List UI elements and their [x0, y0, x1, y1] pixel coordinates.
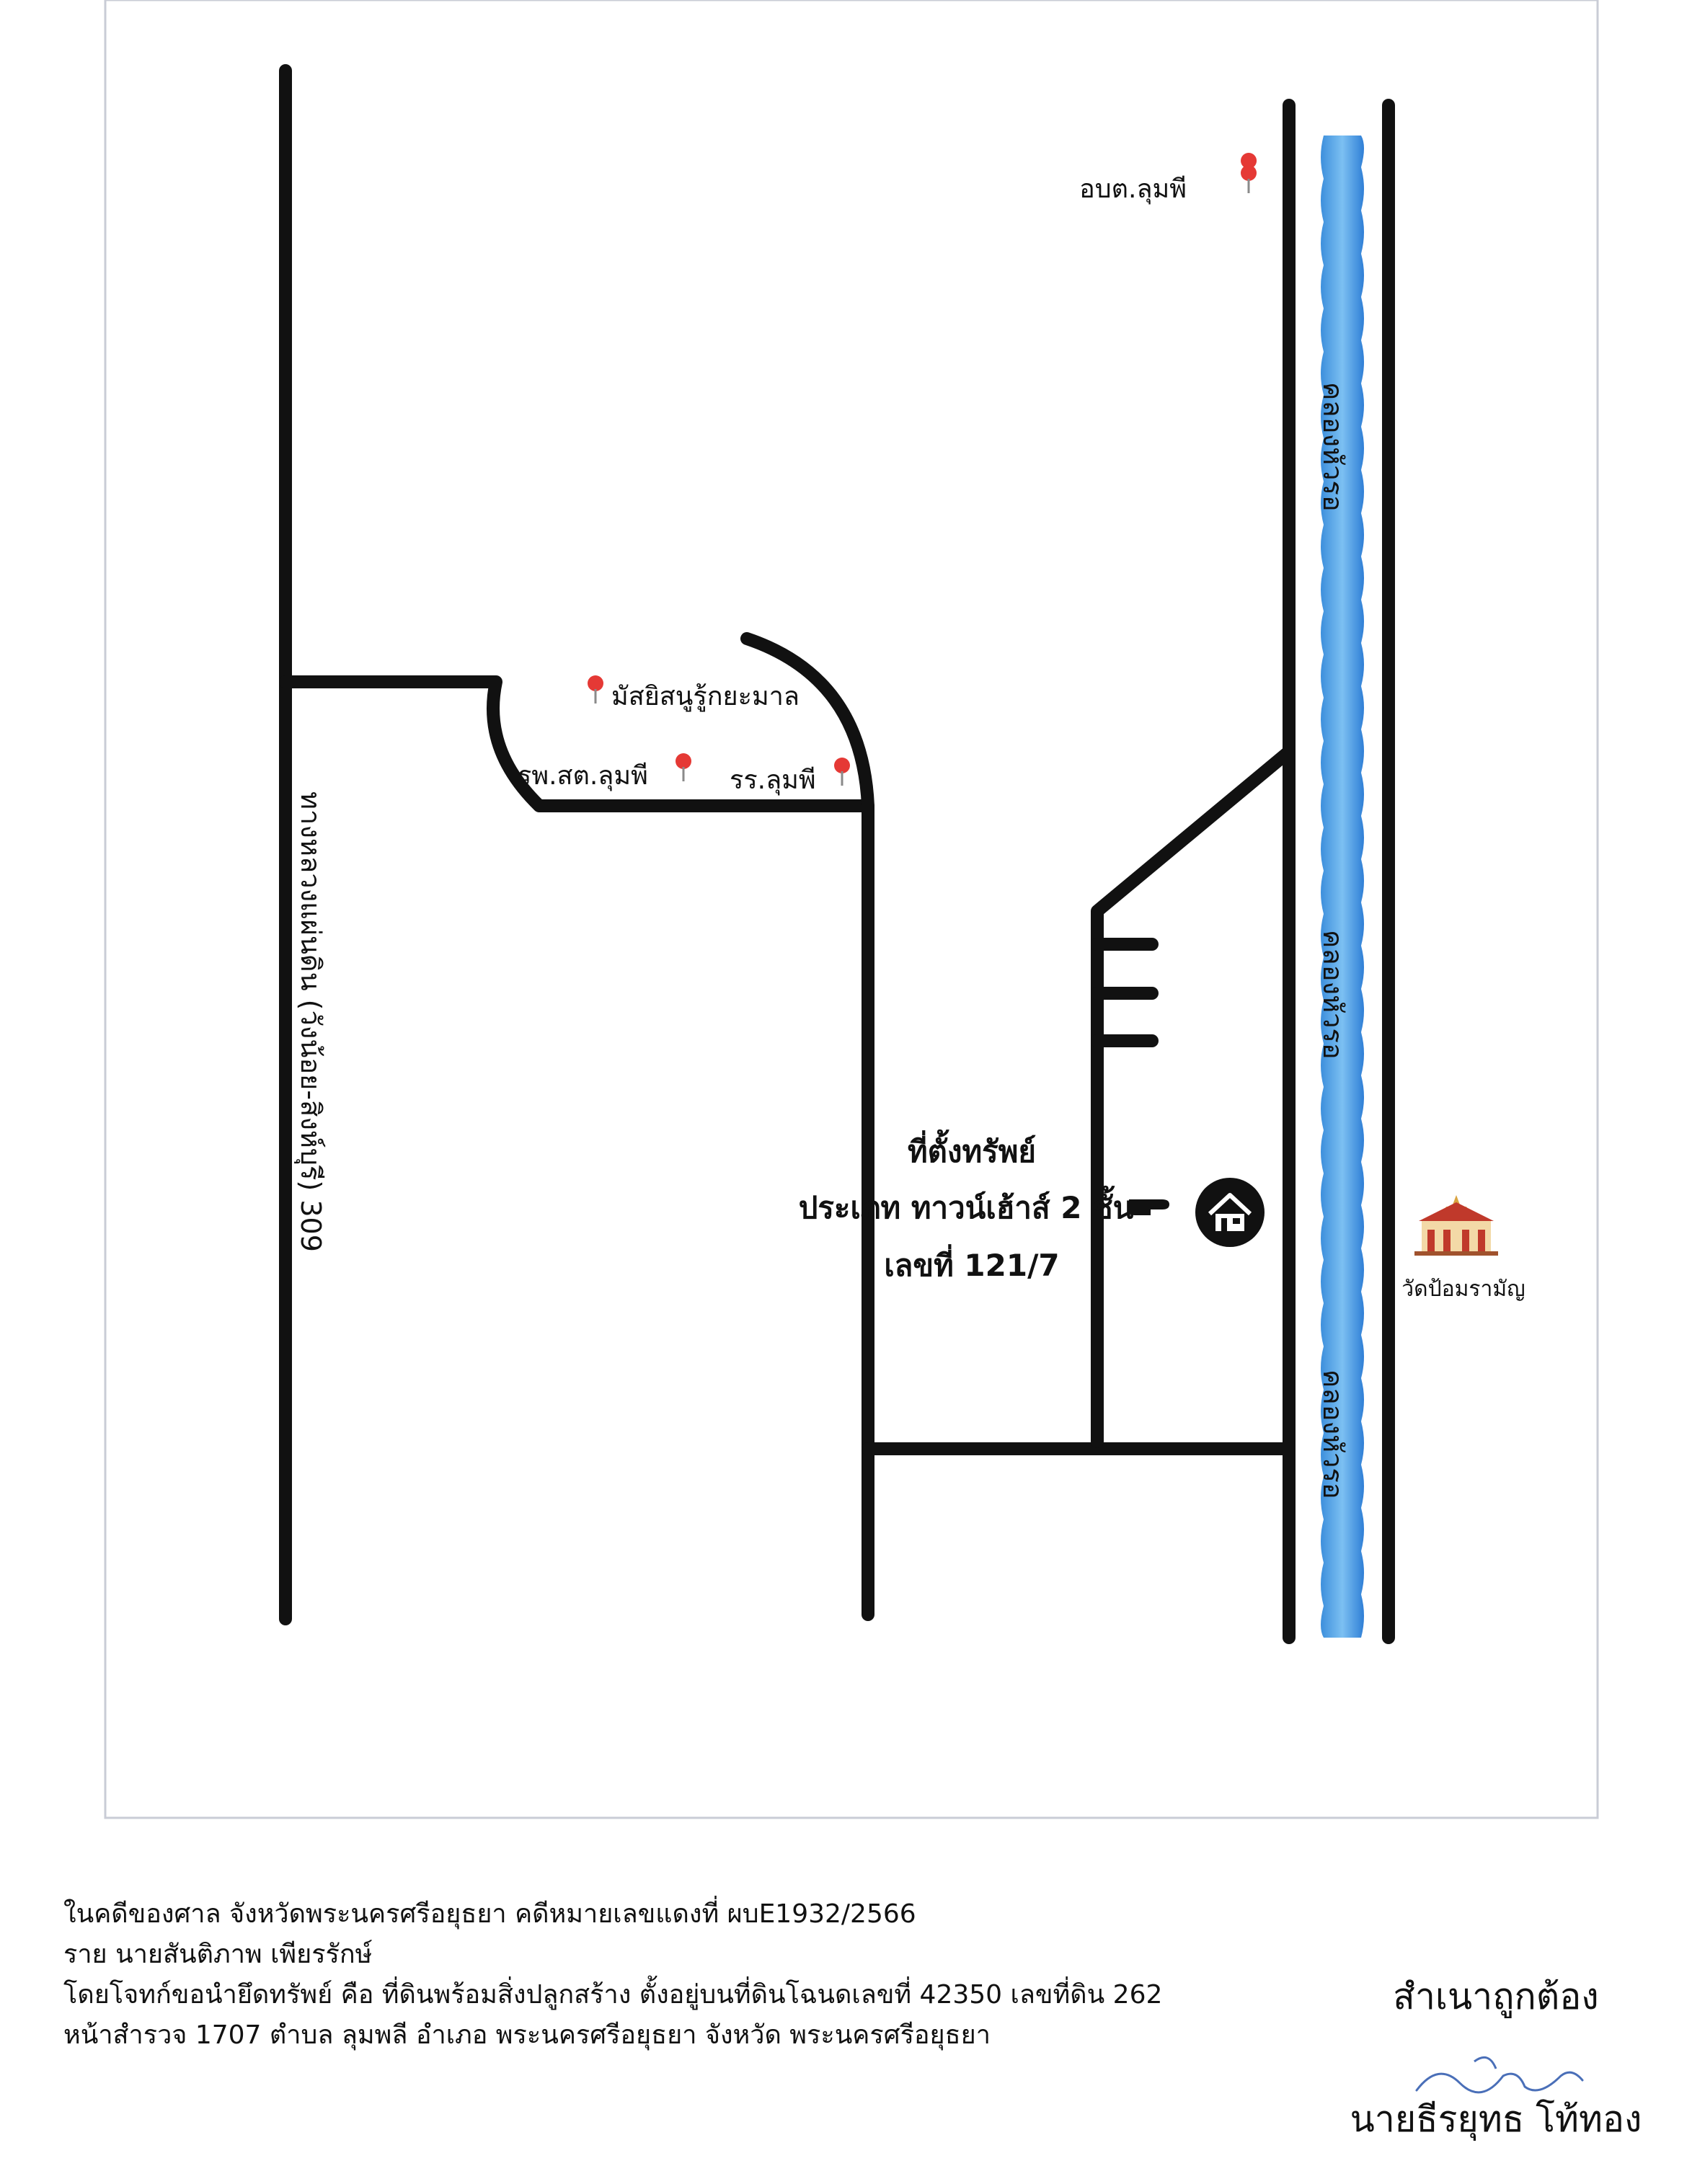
curved-road	[740, 632, 874, 1621]
case-line: ราย นายสันติภาพ เพียรรักษ์	[63, 1940, 373, 1969]
branch-road-upper	[279, 675, 874, 812]
canal	[1321, 136, 1364, 1638]
map-pin-icon	[588, 675, 603, 703]
certification-block: สำเนาถูกต้อง นายธีรยุทธ โท้ทอง	[1323, 1968, 1669, 2148]
map-pin-icon	[834, 758, 850, 786]
landmark-health-center: รพ.สต.ลุมพี	[518, 753, 691, 791]
landmark-mosque: มัสยิสนูรู้กยะมาล	[588, 675, 800, 712]
certifier-name: นายธีรยุทธ โท้ทอง	[1350, 2098, 1642, 2140]
property-callout: ที่ตั้งทรัพย์ ประเภท ทาวน์เฮ้าส์ 2 ชั้น …	[799, 1129, 1265, 1283]
house-icon	[1195, 1178, 1265, 1247]
diagonal-road	[1091, 747, 1293, 1448]
canal-label: คลองหัวรอ	[1317, 1370, 1349, 1499]
landmark-label: มัสยิสนูรู้กยะมาล	[611, 682, 800, 712]
canal-label: คลองหัวรอ	[1317, 382, 1349, 512]
map-pin-icon	[1241, 153, 1257, 193]
landmark-label: อบต.ลุมพี	[1079, 174, 1187, 205]
landmark-label: รพ.สต.ลุมพี	[518, 761, 648, 791]
case-description: ในคดีของศาล จังหวัดพระนครศรีอยุธยา คดีหม…	[63, 1894, 1433, 2056]
case-line: ในคดีของศาล จังหวัดพระนครศรีอยุธยา คดีหม…	[63, 1899, 916, 1929]
temple-landmark: วัดป้อมรามัญ	[1401, 1195, 1525, 1302]
case-line: โดยโจทก์ขอนำยึดทรัพย์ คือ ที่ดินพร้อมสิ่…	[63, 1980, 1163, 2010]
canal-label: คลองหัวรอ	[1317, 930, 1349, 1060]
property-type: ประเภท ทาวน์เฮ้าส์ 2 ชั้น	[799, 1185, 1134, 1225]
map-frame	[104, 0, 1599, 1819]
highway-label: ทางหลวงแผ่นดิน (วังน้อย-สิงห์บุรี) 309	[294, 791, 327, 1252]
signature	[1415, 2056, 1584, 2094]
property-number: เลขที่ 121/7	[884, 1244, 1059, 1283]
temple-icon	[1414, 1195, 1498, 1256]
case-line: หน้าสำรวจ 1707 ตำบล ลุมพลี อำเภอ พระนครศ…	[63, 2020, 991, 2050]
landmark-label: รร.ลุมพี	[730, 765, 816, 796]
temple-label: วัดป้อมรามัญ	[1401, 1277, 1525, 1302]
pointing-hand-icon	[1129, 1199, 1169, 1215]
landmark-school: รร.ลุมพี	[730, 758, 850, 796]
landmark-sao-lumphi: อบต.ลุมพี	[1079, 153, 1257, 205]
map-pin-icon	[676, 753, 691, 781]
property-title: ที่ตั้งทรัพย์	[908, 1129, 1036, 1169]
certification-title: สำเนาถูกต้อง	[1393, 1976, 1599, 2017]
